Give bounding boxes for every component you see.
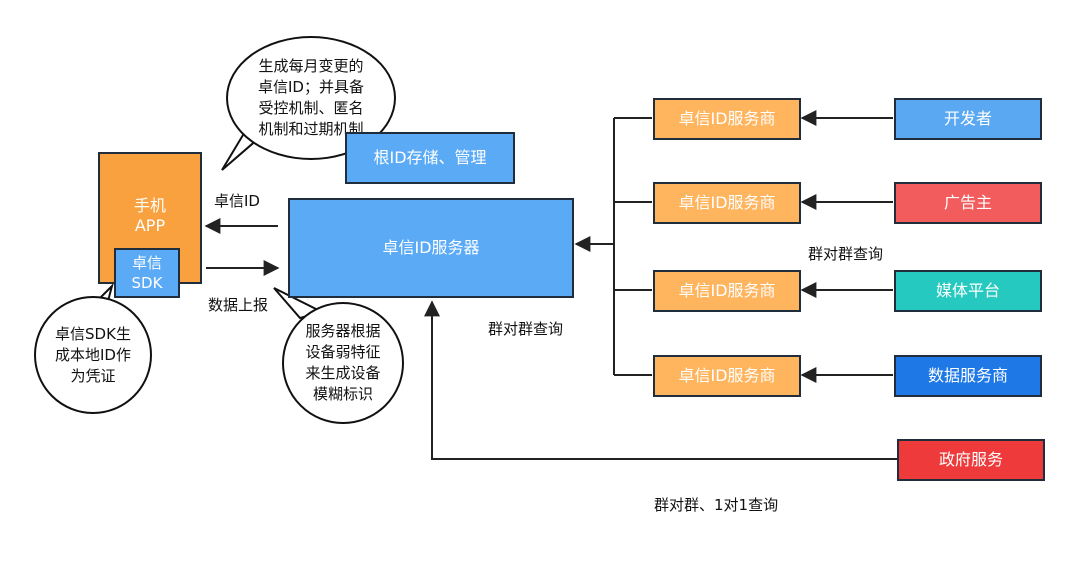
id-provider-box-4: 卓信ID服务商	[653, 355, 801, 397]
bubble-id-features: 生成每月变更的 卓信ID；并具备 受控机制、匿名 机制和过期机制	[226, 36, 396, 160]
bubble-id-features-text: 生成每月变更的 卓信ID；并具备 受控机制、匿名 机制和过期机制	[258, 57, 364, 138]
label-group-query-mid: 群对群查询	[488, 320, 564, 338]
phone-app-label: 手机 APP	[133, 196, 166, 235]
id-provider-box-1: 卓信ID服务商	[653, 98, 801, 140]
label-group-query-right: 群对群查询	[808, 245, 884, 263]
id-provider-box-2: 卓信ID服务商	[653, 182, 801, 224]
data-service-label: 数据服务商	[927, 366, 1008, 385]
bubble-sdk-credential: 卓信SDK生 成本地ID作 为凭证	[34, 296, 152, 414]
root-id-storage-label: 根ID存储、管理	[373, 148, 487, 167]
id-server-box: 卓信ID服务器	[288, 198, 574, 298]
gov-service-box: 政府服务	[897, 439, 1045, 481]
advertiser-label: 广告主	[943, 193, 992, 212]
arrow-gov-to-server	[424, 300, 897, 460]
id-provider-label-4: 卓信ID服务商	[678, 366, 776, 385]
label-data-report: 数据上报	[208, 296, 269, 314]
root-id-storage-box: 根ID存储、管理	[345, 132, 515, 184]
sdk-box: 卓信 SDK	[114, 248, 180, 298]
id-provider-label-3: 卓信ID服务商	[678, 281, 776, 300]
bubble-server-fuzzy-id: 服务器根据 设备弱特征 来生成设备 模糊标识	[282, 302, 404, 424]
advertiser-box: 广告主	[894, 182, 1042, 224]
label-zhuoxin-id: 卓信ID	[214, 192, 260, 210]
developer-box: 开发者	[894, 98, 1042, 140]
gov-service-label: 政府服务	[938, 450, 1003, 469]
media-platform-box: 媒体平台	[894, 270, 1042, 312]
label-group-query-bottom: 群对群、1对1查询	[654, 496, 779, 514]
data-service-box: 数据服务商	[894, 355, 1042, 397]
media-platform-label: 媒体平台	[935, 281, 1000, 300]
id-provider-label-2: 卓信ID服务商	[678, 193, 776, 212]
bubble-sdk-credential-text: 卓信SDK生 成本地ID作 为凭证	[55, 324, 131, 385]
id-server-label: 卓信ID服务器	[382, 238, 480, 257]
developer-label: 开发者	[943, 109, 992, 128]
bubble-server-fuzzy-id-text: 服务器根据 设备弱特征 来生成设备 模糊标识	[305, 322, 381, 403]
id-provider-box-3: 卓信ID服务商	[653, 270, 801, 312]
id-provider-label-1: 卓信ID服务商	[678, 109, 776, 128]
sdk-label: 卓信 SDK	[131, 254, 163, 292]
